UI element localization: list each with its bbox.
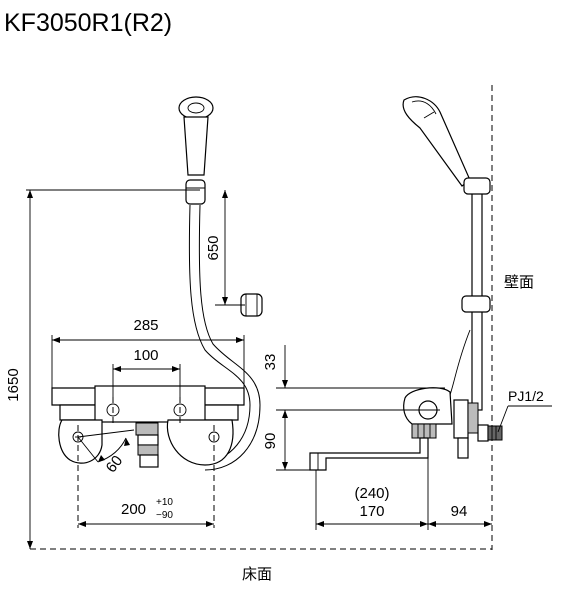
floor-label: 床面	[242, 566, 272, 583]
dim-pitch: 100	[133, 347, 158, 364]
drawing-title: KF3050R1(R2)	[4, 9, 172, 37]
front-view	[51, 96, 263, 528]
dim-spout-ref: (240)	[354, 485, 389, 502]
side-view	[30, 85, 552, 550]
dim-tol-minus: −90	[156, 510, 173, 521]
side-shower-head	[402, 96, 471, 187]
dim-top-offset: 33	[262, 354, 279, 371]
dim-total-height: 1650	[5, 368, 22, 401]
shower-head	[178, 96, 214, 205]
dim-wall-offset: 94	[451, 503, 468, 520]
right-handle	[166, 419, 234, 466]
pipe-fitting	[477, 424, 503, 442]
side-mixer	[403, 387, 479, 459]
front-dimensions: 1650 650 285 100 60 200 +10 −90	[5, 189, 245, 549]
side-dimensions: 33 90 (240) 170 94	[262, 345, 492, 530]
dim-spout-length: 170	[359, 503, 384, 520]
dim-outlet-height: 90	[262, 433, 279, 450]
pipe-thread-label: PJ1/2	[508, 388, 544, 404]
side-spout	[309, 437, 429, 471]
front-spout	[135, 422, 159, 468]
wall-label: 壁面	[504, 274, 534, 291]
left-handle	[58, 419, 103, 464]
dim-tol-plus: +10	[156, 497, 173, 508]
dim-center-distance: 200	[121, 501, 146, 518]
dim-angle: 60	[103, 452, 127, 476]
dim-width: 285	[133, 317, 158, 334]
dim-bar-length: 650	[205, 235, 222, 260]
